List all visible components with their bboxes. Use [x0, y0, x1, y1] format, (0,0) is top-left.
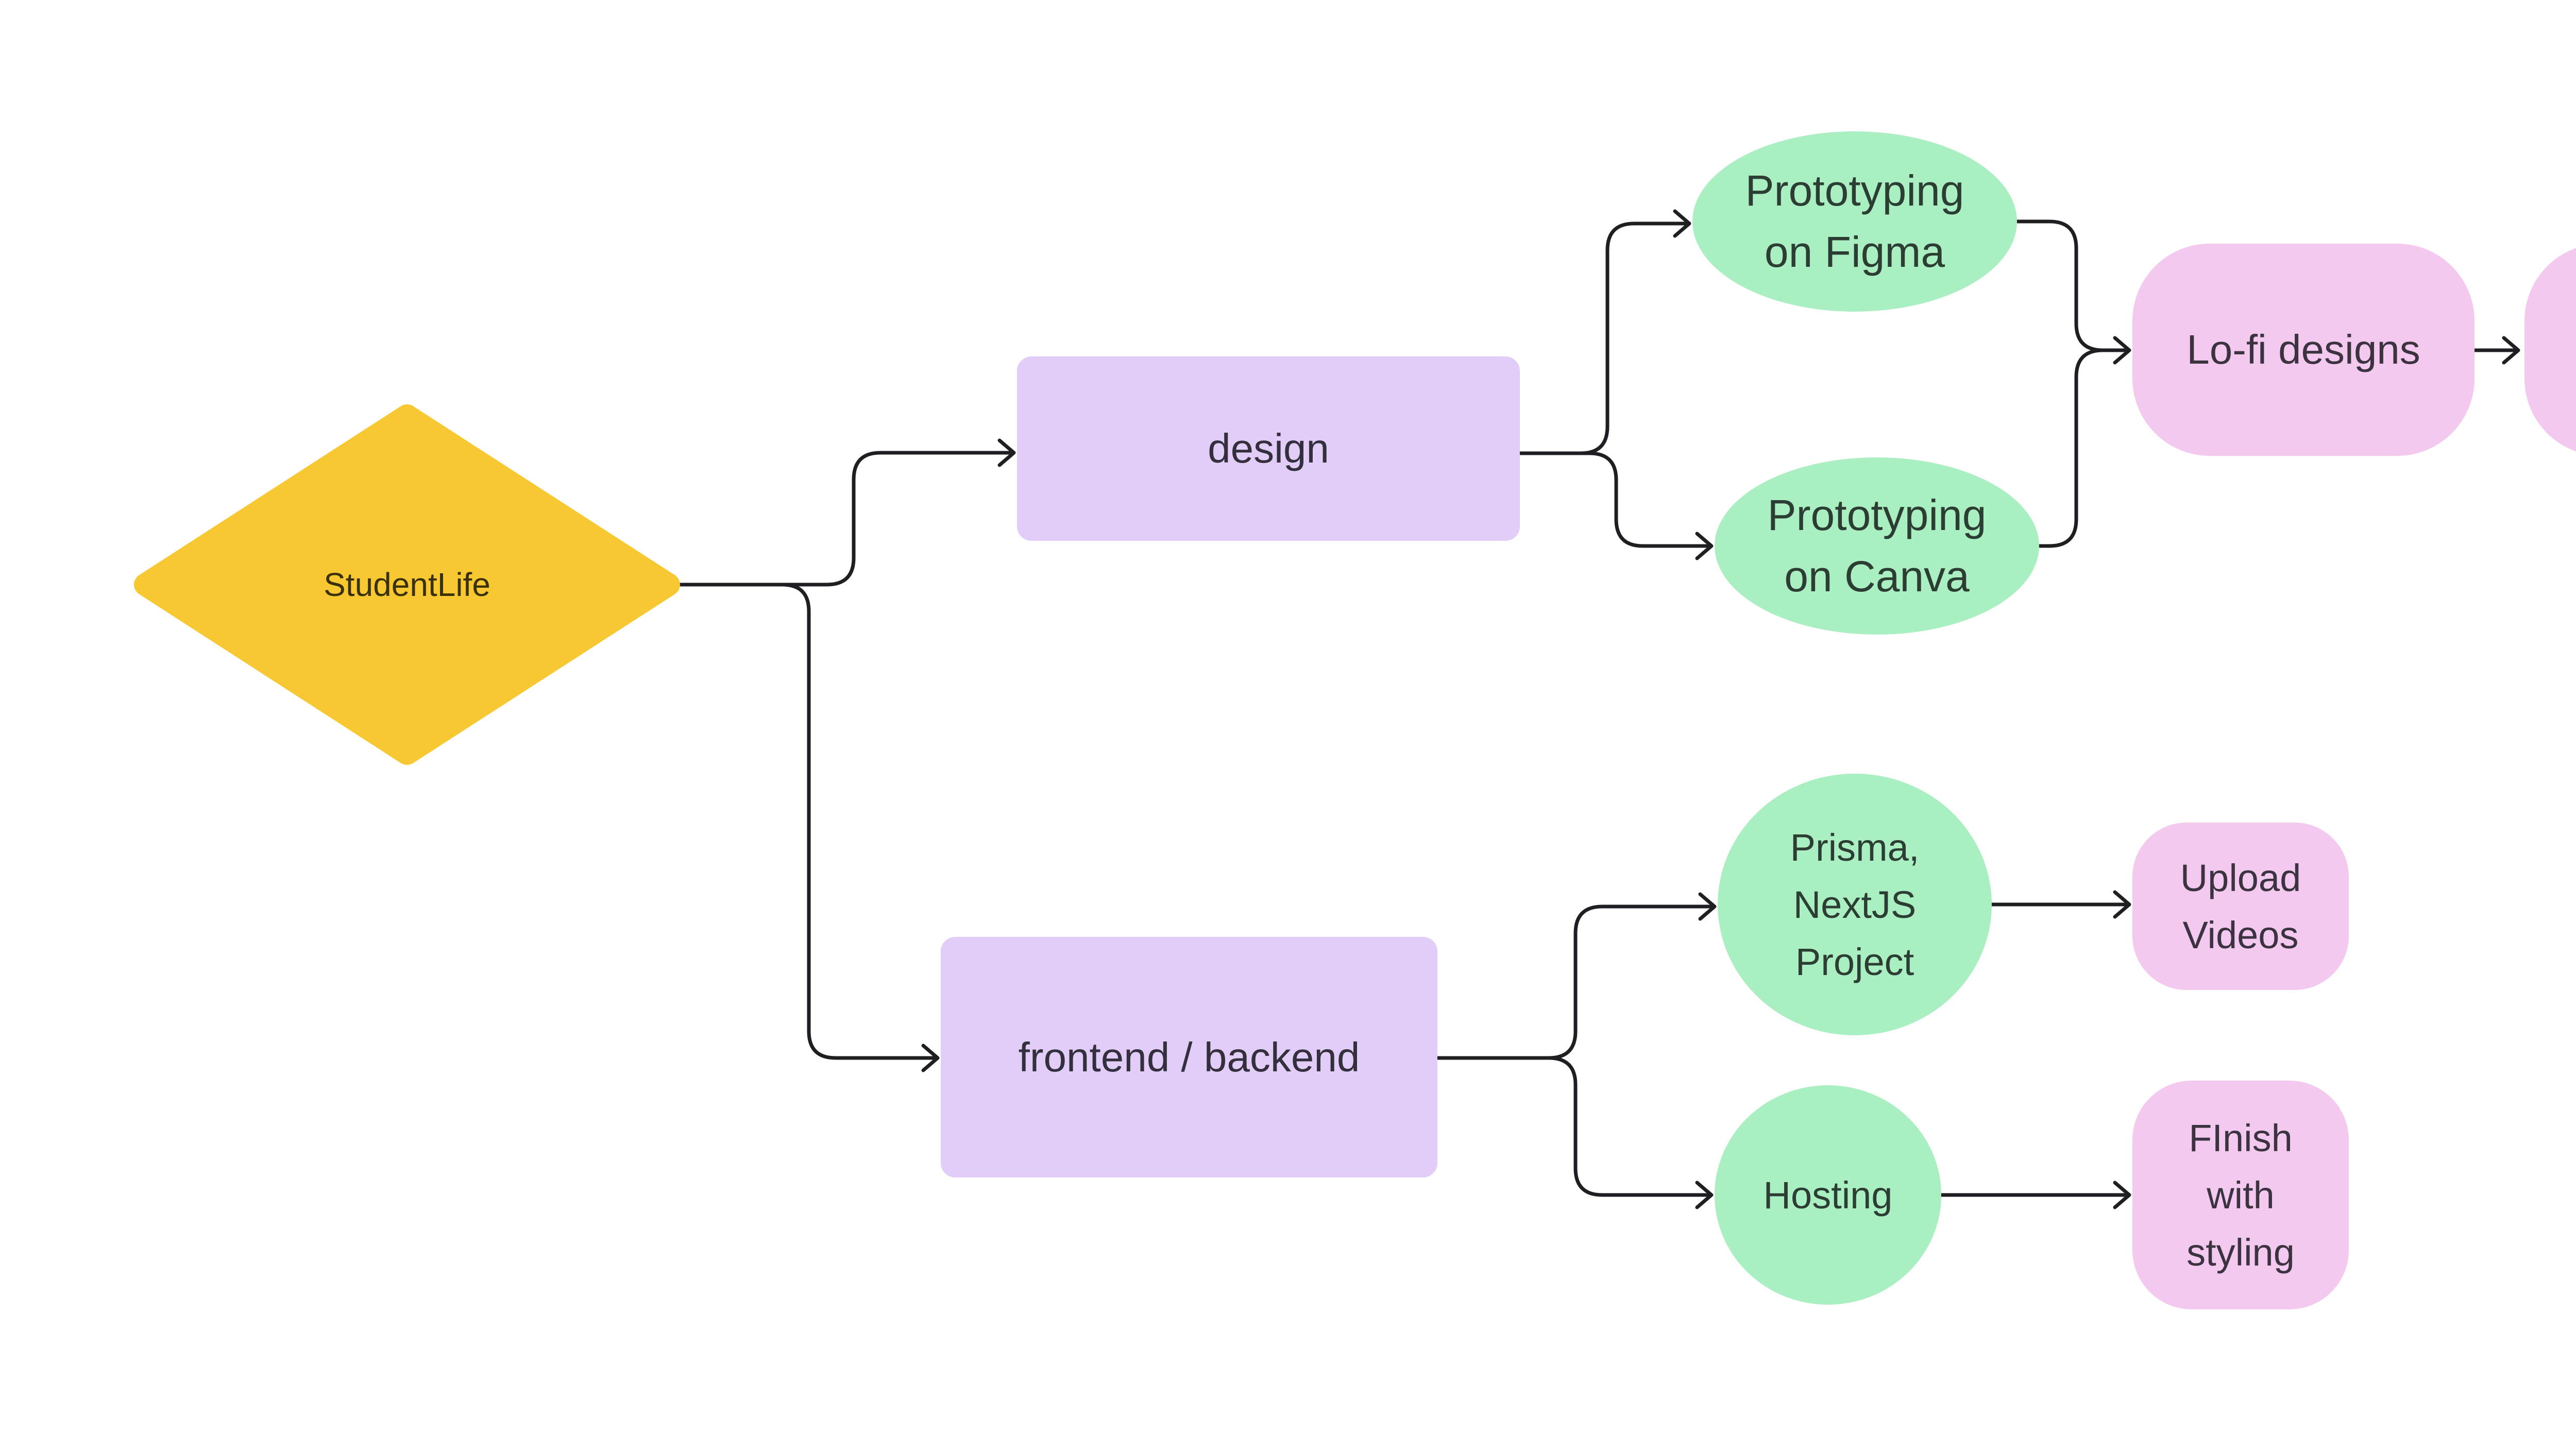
node-label: design	[1208, 425, 1329, 471]
arrowhead-into-finish-styling	[2113, 1181, 2131, 1209]
node-label: StudentLife	[324, 566, 490, 603]
node-label: Prototyping on Figma	[1745, 166, 1964, 276]
node-prototyping-figma[interactable]: Prototyping on Figma	[1692, 131, 2017, 312]
diamond-shape	[134, 404, 680, 765]
connector-studentlife-to-frontend-backend[interactable]	[678, 583, 938, 1060]
connector-prototyping-canva-to-lofi[interactable]	[2036, 348, 2129, 548]
node-label: Hosting	[1763, 1173, 1893, 1217]
connector-design-to-prototyping-canva[interactable]	[1518, 451, 1711, 548]
arrowhead-into-design	[997, 438, 1016, 467]
connector-design-to-prototyping-figma[interactable]	[1518, 221, 1689, 455]
node-label: Upload Videos	[2180, 856, 2301, 956]
node-upload-videos[interactable]: Upload Videos	[2132, 823, 2349, 990]
node-label: frontend / backend	[1018, 1034, 1360, 1080]
arrowhead-into-prisma	[1698, 892, 1717, 921]
connector-studentlife-to-design[interactable]	[678, 451, 1014, 587]
node-label: Lo-fi designs	[2187, 327, 2420, 372]
connector-frontend-backend-to-prisma[interactable]	[1435, 904, 1715, 1060]
node-prototyping-canva[interactable]: Prototyping on Canva	[1715, 457, 2039, 635]
node-hosting[interactable]: Hosting	[1715, 1085, 1941, 1305]
arrowhead-into-hosting	[1695, 1181, 1714, 1209]
node-label: Prisma, NextJS Project	[1790, 826, 1920, 983]
node-finish-styling[interactable]: FInish with styling	[2132, 1081, 2349, 1309]
arrowhead-into-lofi	[2113, 336, 2131, 365]
connector-prototyping-figma-to-lofi[interactable]	[2013, 219, 2129, 352]
arrowhead-into-upload-videos	[2113, 890, 2131, 919]
arrowhead-into-hifi	[2502, 336, 2520, 365]
node-frontend-backend[interactable]: frontend / backend	[941, 937, 1437, 1177]
arrowhead-into-frontend-backend	[921, 1044, 940, 1072]
node-label: FInish with styling	[2187, 1116, 2295, 1274]
node-label: Prototyping on Canva	[1767, 490, 1987, 601]
node-prisma-nextjs[interactable]: Prisma, NextJS Project	[1718, 774, 1992, 1035]
node-studentlife[interactable]: StudentLife	[134, 404, 680, 765]
arrowhead-into-prototyping-figma	[1673, 209, 1691, 238]
node-lofi-designs[interactable]: Lo-fi designs	[2132, 244, 2475, 456]
arrowhead-into-prototyping-canva	[1695, 532, 1714, 560]
connector-frontend-backend-to-hosting[interactable]	[1435, 1056, 1711, 1197]
node-design[interactable]: design	[1017, 356, 1520, 541]
